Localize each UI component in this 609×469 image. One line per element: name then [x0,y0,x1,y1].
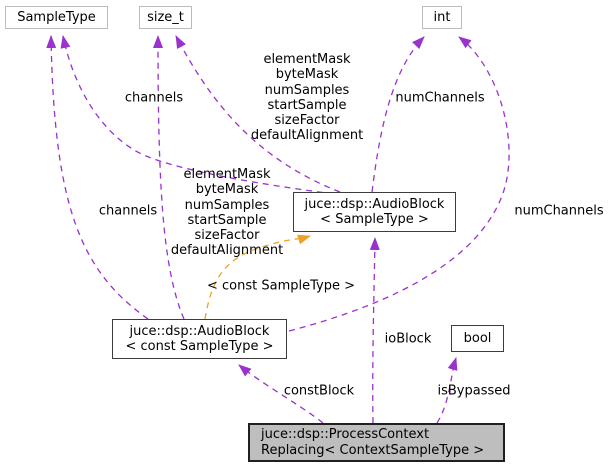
node-audioblock-const-sampletype-line1: juce::dsp::AudioBlock [129,323,270,339]
node-sampletype: SampleType [5,6,108,29]
edge-label-channels-upper: channels [124,90,184,106]
node-processcontextreplacing-line1: juce::dsp::ProcessContext [261,427,430,442]
edge-label-ioblock: ioBlock [384,331,432,347]
edge-label-channels-lower: channels [98,203,158,219]
node-sampletype-label: SampleType [17,9,96,25]
edge-audioblock-to-sampletype-channels [60,35,335,195]
edge-label-numchannels-right: numChannels [514,203,604,219]
node-size-t-label: size_t [147,9,184,25]
edge-processcontext-to-audioblock-ioblock [369,237,380,424]
node-audioblock-sampletype-line1: juce::dsp::AudioBlock [304,196,445,212]
node-processcontextreplacing: juce::dsp::ProcessContext Replacing< Con… [248,423,505,462]
edge-label-numchannels-top: numChannels [395,90,485,106]
edge-template-instantiation [204,234,311,320]
edge-label-constblock: constBlock [283,383,355,399]
node-processcontextreplacing-line2: Replacing< ContextSampleType > [261,442,485,458]
edge-label-member-stack-mid: elementMask byteMask numSamples startSam… [170,167,284,259]
node-audioblock-const-sampletype[interactable]: juce::dsp::AudioBlock < const SampleType… [112,319,287,359]
edge-audioblock-to-sizet-members [175,35,341,193]
edge-audioblock-to-int-numchannels [371,36,425,193]
edge-label-isbypassed: isBypassed [437,383,511,399]
node-int: int [422,6,462,29]
node-audioblock-const-sampletype-line2: < const SampleType > [125,339,274,354]
edge-constaudioblock-to-sampletype-channels [46,35,149,320]
edge-label-template-instantiation: < const SampleType > [207,278,355,294]
node-bool-label: bool [463,330,492,346]
edge-processcontext-to-bool-isbypassed [436,357,458,424]
edge-processcontext-to-constaudioblock-constblock [238,364,324,424]
edge-constaudioblock-to-int-numchannels [288,36,510,332]
node-bool: bool [451,325,504,352]
node-audioblock-sampletype[interactable]: juce::dsp::AudioBlock < SampleType > [293,192,456,232]
node-audioblock-sampletype-line2: < SampleType > [320,212,429,227]
node-int-label: int [433,9,451,25]
edge-label-member-stack-top: elementMask byteMask numSamples startSam… [250,52,364,144]
edge-constaudioblock-to-sizet-members [153,35,185,320]
node-size-t: size_t [139,6,192,29]
